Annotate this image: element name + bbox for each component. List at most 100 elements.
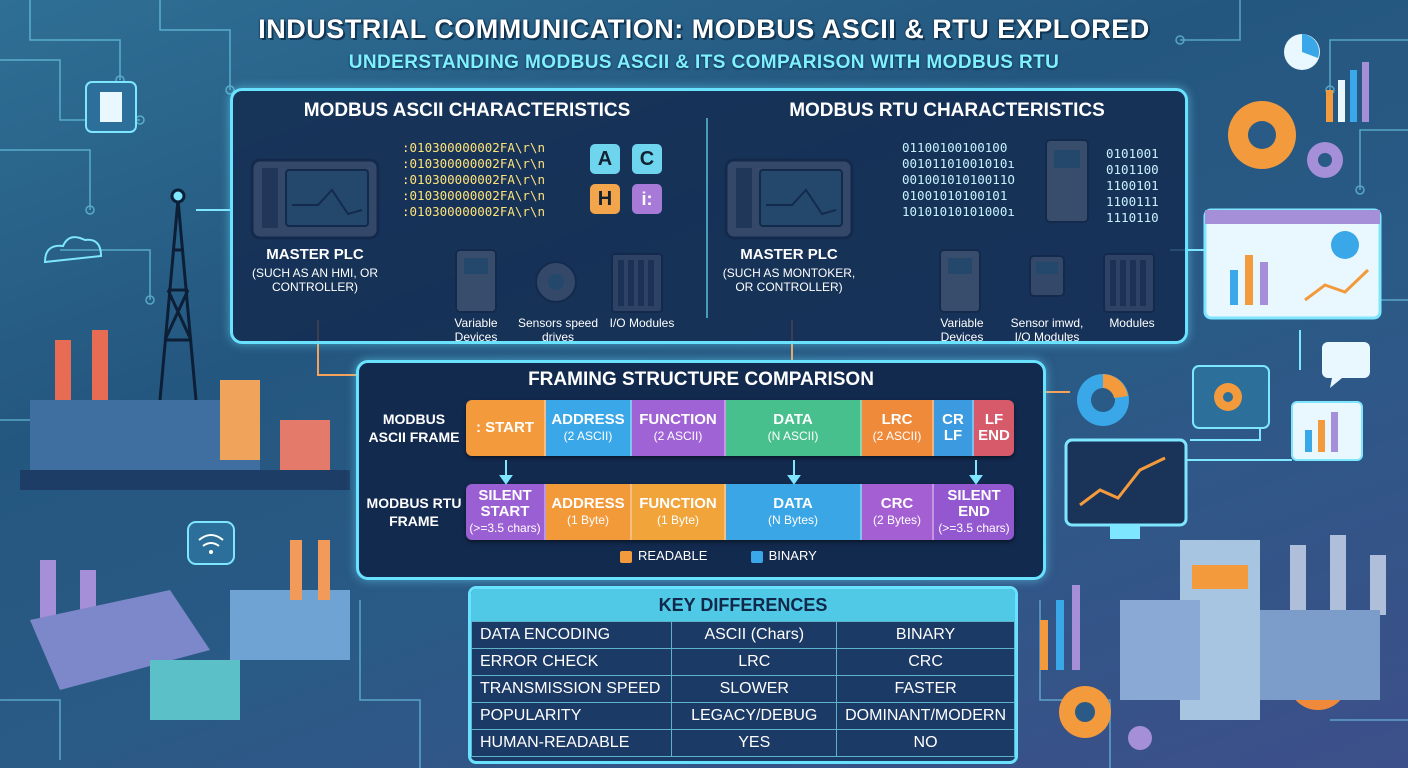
cloud-icon [43, 236, 103, 264]
table-cell: POPULARITY [471, 702, 673, 730]
table-cell: ASCII (Chars) [671, 621, 838, 649]
wifi-icon [187, 521, 235, 565]
table-cell: TRANSMISSION SPEED [471, 675, 673, 703]
ascii-hex-line: :010300000002FA\r\n [402, 204, 545, 219]
ascii-frame-segment: DATA(N ASCII) [726, 400, 862, 456]
ascii-letter-tile: H [590, 184, 620, 214]
document-icon [85, 81, 137, 133]
segment-name: FUNCTION [639, 411, 717, 428]
frame-legend: READABLE BINARY [620, 548, 840, 563]
table-cell: YES [671, 729, 838, 757]
rtu-frame-segment: SILENT END(>=3.5 chars) [934, 484, 1014, 540]
segment-size: (2 ASCII) [563, 429, 613, 443]
ascii-frame-label: MODBUS ASCII FRAME [368, 411, 460, 445]
rtu-binary-block-right: 0101001 0101100 1100101 1100111 1110110 [1106, 146, 1166, 226]
segment-name: DATA [773, 411, 813, 428]
segment-name: SILENT END [947, 487, 1001, 520]
ascii-hex-line: :010300000002FA\r\n [402, 188, 545, 203]
ascii-device-label: Sensors speed drives [517, 316, 599, 344]
analytics-monitor-icon [1291, 401, 1363, 461]
rtu-binary-line: 01001010100101 [902, 188, 1008, 203]
ascii-letter-tile: C [632, 144, 662, 174]
legend-swatch-readable [620, 550, 632, 563]
table-cell: LEGACY/DEBUG [671, 702, 838, 730]
table-cell: SLOWER [671, 675, 838, 703]
ascii-hex-line: :010300000002FA\r\n [402, 156, 545, 171]
radio-tower-icon [158, 188, 198, 401]
table-cell: CRC [836, 648, 1015, 676]
table-cell: LRC [671, 648, 838, 676]
rtu-master-plc-label: MASTER PLC [740, 246, 838, 263]
segment-name: SILENT START [478, 487, 532, 520]
factory-bottom-left-icon [30, 540, 350, 720]
rtu-binary-line: 0101001 [1106, 146, 1159, 161]
segment-size: (>=3.5 chars) [938, 521, 1010, 535]
frame-arrows [499, 460, 983, 485]
segment-name: LF END [978, 411, 1010, 444]
framing-title: FRAMING STRUCTURE COMPARISON [528, 369, 874, 390]
panel-divider [706, 118, 708, 318]
rtu-frame-segment: SILENT START(>=3.5 chars) [466, 484, 546, 540]
settings-screen-icon [1192, 365, 1270, 429]
rtu-master-plc-sublabel: (SUCH AS MONTOKER, OR CONTROLLER) [722, 266, 856, 294]
rtu-frame-segment: ADDRESS(1 Byte) [546, 484, 632, 540]
speech-bubble-icon [1322, 342, 1370, 388]
table-cell: NO [836, 729, 1015, 757]
rtu-device-label: Modules [1109, 316, 1155, 330]
rtu-frame-row: SILENT START(>=3.5 chars) ADDRESS(1 Byte… [466, 484, 1014, 540]
ascii-frame-segment: CR LF [934, 400, 974, 456]
rtu-frame-segment: DATA(N Bytes) [726, 484, 862, 540]
legend-swatch-binary [750, 550, 763, 563]
ascii-hex-line: :010300000002FA\r\n [402, 140, 545, 155]
segment-name: LRC [881, 411, 913, 428]
ascii-frame-segment: FUNCTION(2 ASCII) [632, 400, 726, 456]
characteristics-panel [230, 88, 1188, 344]
ascii-frame-segment: LRC(2 ASCII) [862, 400, 934, 456]
segment-name: DATA [773, 495, 813, 512]
segment-name: CRC [880, 495, 914, 512]
rtu-binary-line: 00101101001010ı [902, 156, 1015, 171]
ascii-letter-tile: i: [632, 184, 662, 214]
rtu-device-label: Sensor imwd, I/O Modulɐs [1010, 316, 1084, 344]
key-differences-title: KEY DIFFERENCES [471, 589, 1015, 621]
ascii-panel-title: MODBUS ASCII CHARACTERISTICS [303, 100, 631, 121]
bar-chart-icon [1040, 62, 1369, 670]
segment-size: (N ASCII) [767, 429, 819, 443]
rtu-binary-line: 1100101 [1106, 178, 1159, 193]
table-cell: ERROR CHECK [471, 648, 673, 676]
table-cell: BINARY [836, 621, 1015, 649]
segment-size: (1 Byte) [656, 513, 699, 527]
ascii-master-plc-sublabel: (SUCH AS AN HMI, OR CONTROLLER) [251, 266, 379, 294]
ascii-frame-segment: : START [466, 400, 546, 456]
ascii-frame-row: : START ADDRESS(2 ASCII) FUNCTION(2 ASCI… [466, 400, 1014, 456]
segment-size: (N Bytes) [767, 513, 818, 527]
rtu-binary-line: 10101010101000ı [902, 204, 1015, 219]
line-chart-monitor-icon [1064, 438, 1188, 539]
ascii-frame-segment: ADDRESS(2 ASCII) [546, 400, 632, 456]
rtu-binary-block: 01100100100100 00101101001010ı 001001010… [902, 140, 1042, 220]
rtu-frame-segment: FUNCTION(1 Byte) [632, 484, 726, 540]
table-cell: HUMAN-READABLE [471, 729, 673, 757]
page-subtitle: UNDERSTANDING MODBUS ASCII & ITS COMPARI… [348, 52, 1060, 73]
segment-size: (2 Bytes) [872, 513, 921, 527]
rtu-binary-line: 1100111 [1106, 194, 1159, 209]
rtu-frame-segment: CRC(2 Bytes) [862, 484, 934, 540]
page-title: INDUSTRIAL COMMUNICATION: MODBUS ASCII &… [258, 14, 1150, 44]
rtu-panel-title: MODBUS RTU CHARACTERISTICS [789, 100, 1105, 121]
framing-panel [356, 360, 1046, 580]
segment-name: CR LF [942, 411, 964, 444]
dashboard-monitor-icon [1203, 208, 1382, 320]
segment-name: ADDRESS [551, 411, 625, 428]
ascii-master-plc-label: MASTER PLC [266, 246, 364, 263]
rtu-frame-label: MODBUS RTU FRAME [366, 495, 462, 529]
segment-size: (2 ASCII) [653, 429, 703, 443]
legend-label: READABLE [638, 548, 708, 563]
segment-size: (1 Byte) [566, 513, 609, 527]
ascii-device-label: Variable Devices [454, 316, 498, 344]
rtu-binary-line: 0101100 [1106, 162, 1159, 177]
rtu-device-label: Variable Devices [940, 316, 984, 344]
